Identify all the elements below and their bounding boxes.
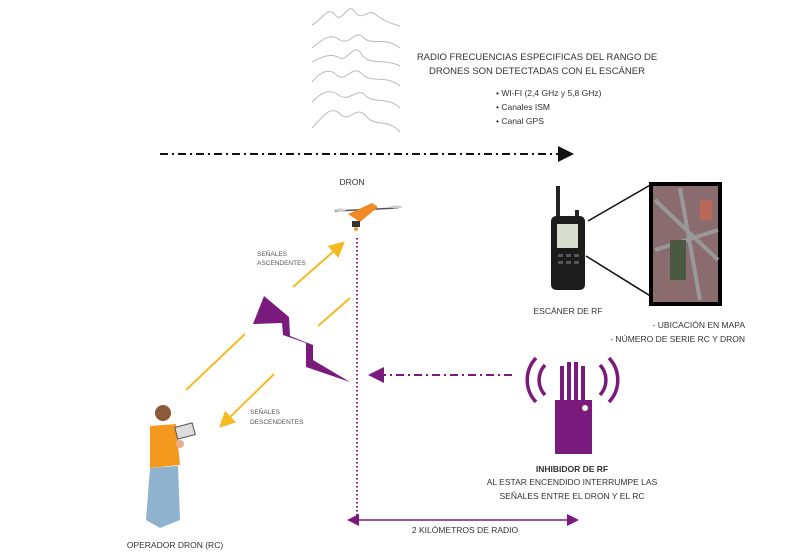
up-signals-label-1: SEÑALES xyxy=(257,249,288,258)
operator-label: OPERADOR DRON (RC) xyxy=(127,540,224,550)
bullet-gps: • Canal GPS xyxy=(496,116,544,126)
up-signals-label-2: ASCENDENTES xyxy=(257,260,306,267)
rf-scanner-icon xyxy=(551,186,585,290)
header-line-2: DRONES SON DETECTADAS CON EL ESCÁNER xyxy=(429,66,645,77)
operator-icon xyxy=(146,405,196,528)
jammer-title: INHIBIDOR DE RF xyxy=(536,464,608,474)
satellite-map-image xyxy=(649,182,722,306)
down-signals-label-2: DESCENDENTES xyxy=(250,419,304,426)
bullet-wifi: • WI-FI (2,4 GHz y 5,8 GHz) xyxy=(496,88,602,98)
range-label: 2 KILÓMETROS DE RADIO xyxy=(412,525,519,535)
scanner-info-serial: - NÚMERO DE SERIE RC Y DRON xyxy=(610,334,745,344)
interference-bolt-icon xyxy=(253,296,350,382)
downlink-arrow xyxy=(219,373,275,428)
scanner-info-map: - UBICACIÓN EN MAPA xyxy=(653,320,746,330)
zoom-line-top xyxy=(587,183,653,222)
uplink-segment xyxy=(185,333,246,391)
header-line-1: RADIO FRECUENCIAS ESPECIFICAS DEL RANGO … xyxy=(417,52,657,63)
uplink-arrow xyxy=(292,241,346,288)
rf-waves-icon xyxy=(311,8,401,133)
down-signals-label-1: SEÑALES xyxy=(250,407,281,416)
bullet-ism: • Canales ISM xyxy=(496,102,550,112)
zoom-line-bottom xyxy=(585,255,653,298)
rf-jammer-icon xyxy=(525,356,620,454)
scanner-label: ESCÁNER DE RF xyxy=(534,306,603,316)
drone-icon xyxy=(334,203,402,231)
jammer-desc-2: SEÑALES ENTRE EL DRON Y EL RC xyxy=(499,491,644,501)
jammer-desc-1: AL ESTAR ENCENDIDO INTERRUMPE LAS xyxy=(487,477,658,487)
drone-label: DRON xyxy=(339,177,364,187)
downlink-segment xyxy=(317,297,351,327)
